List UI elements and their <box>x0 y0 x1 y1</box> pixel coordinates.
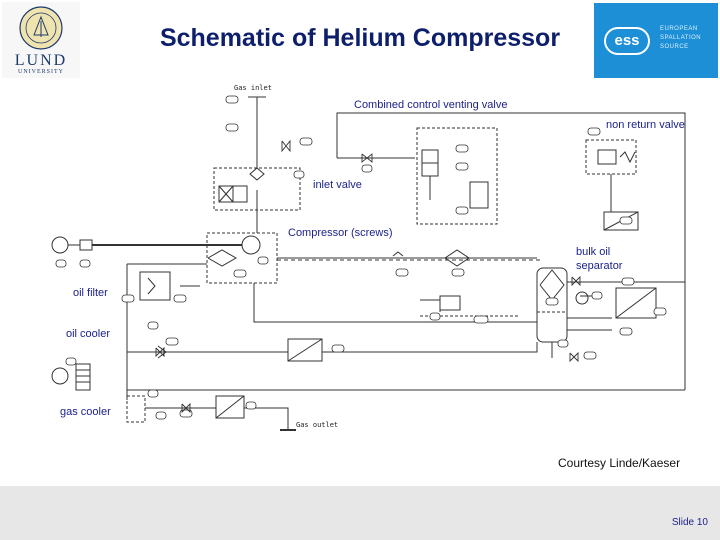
gas-cooler-sensor <box>215 395 245 419</box>
oil-cooler-symbol <box>287 338 323 362</box>
label-inlet-valve: inlet valve <box>313 179 362 191</box>
label-oil-cooler: oil cooler <box>66 328 111 340</box>
lund-university-logo: LUND UNIVERSITY <box>2 2 80 78</box>
label-bulk-oil-separator: bulk oil separator <box>576 246 623 272</box>
motor-symbol <box>51 236 69 254</box>
label-oil-filter: oil filter <box>73 287 108 299</box>
vent-line <box>336 112 686 272</box>
lund-seal-icon <box>19 6 63 50</box>
gas-cooler-symbol <box>126 395 146 423</box>
ess-logo-mark: ess <box>604 27 650 55</box>
non-return-valve-box <box>585 139 637 175</box>
slide-footer: Slide 10 <box>0 486 720 540</box>
lund-logo-sub: UNIVERSITY <box>18 69 64 75</box>
label-compressor: Compressor (screws) <box>288 227 393 239</box>
lund-logo-word: LUND <box>14 52 68 69</box>
courtesy-credit: Courtesy Linde/Kaeser <box>558 456 681 470</box>
ess-logo-org: EUROPEAN SPALLATION SOURCE <box>660 26 702 50</box>
slide-header: LUND UNIVERSITY Schematic of Helium Comp… <box>0 0 720 82</box>
combined-valve-box <box>416 127 498 225</box>
slide-title: Schematic of Helium Compressor <box>159 24 561 52</box>
fan-motor-symbol <box>51 367 69 385</box>
compressor-symbol <box>241 235 261 255</box>
gas-inlet-label: Gas inlet <box>234 84 272 92</box>
ess-logo: ess EUROPEAN SPALLATION SOURCE <box>594 3 718 78</box>
gas-outlet-label: Gas outlet <box>296 421 338 429</box>
pressure-element <box>603 211 639 231</box>
slide-number: Slide 10 <box>671 517 708 528</box>
label-gas-cooler: gas cooler <box>60 406 111 418</box>
oil-filter-box <box>139 271 171 301</box>
label-combined-valve: Combined control venting valve <box>354 99 508 111</box>
label-non-return-valve: non return valve <box>606 119 685 131</box>
